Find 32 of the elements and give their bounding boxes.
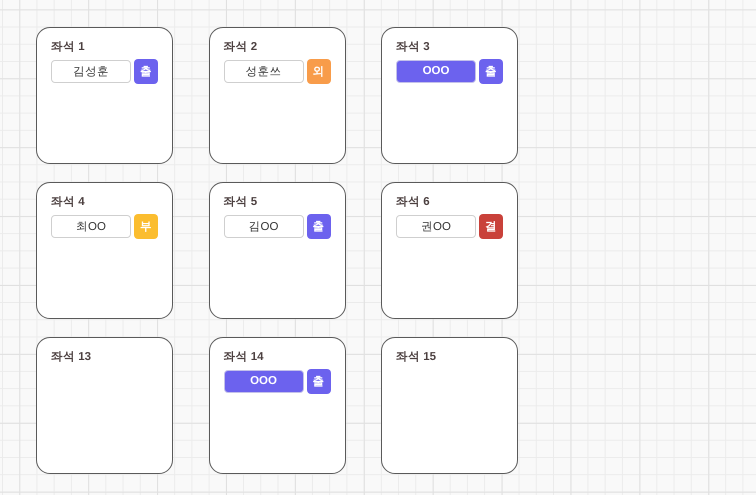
name-field: 권OO [396, 214, 476, 238]
name-field: 김OO [224, 214, 304, 238]
seat-card [381, 337, 518, 474]
seat-label: 좌석 6 [396, 195, 430, 210]
seat-label: 좌석 3 [396, 40, 430, 55]
seat-card [36, 27, 173, 164]
seat-label: 좌석 1 [51, 40, 85, 55]
name-field: OOO [224, 370, 304, 393]
seat-label: 좌석 4 [51, 195, 85, 210]
seat-label: 좌석 13 [51, 350, 91, 365]
seat-card [36, 182, 173, 319]
status-badge: 출 [134, 59, 158, 84]
seat-card [381, 182, 518, 319]
name-field: 최OO [51, 214, 131, 238]
seat-card [208, 27, 346, 164]
status-badge: 출 [479, 59, 503, 84]
seat-label: 좌석 5 [224, 195, 258, 210]
name-field: 김성훈 [51, 60, 131, 83]
seat-label: 좌석 14 [224, 350, 264, 365]
name-field: 성훈쓰 [224, 60, 304, 83]
seat-label: 좌석 15 [396, 350, 436, 365]
seat-card [36, 337, 173, 474]
status-badge: 결 [479, 214, 503, 239]
seat-card [381, 27, 518, 164]
status-badge: 외 [306, 59, 330, 84]
seat-card [208, 182, 346, 319]
seat-card [208, 337, 346, 474]
status-badge: 출 [306, 214, 330, 239]
status-badge: 출 [306, 369, 330, 394]
name-field: OOO [396, 60, 476, 83]
status-badge: 부 [134, 214, 158, 239]
seat-label: 좌석 2 [224, 40, 258, 55]
